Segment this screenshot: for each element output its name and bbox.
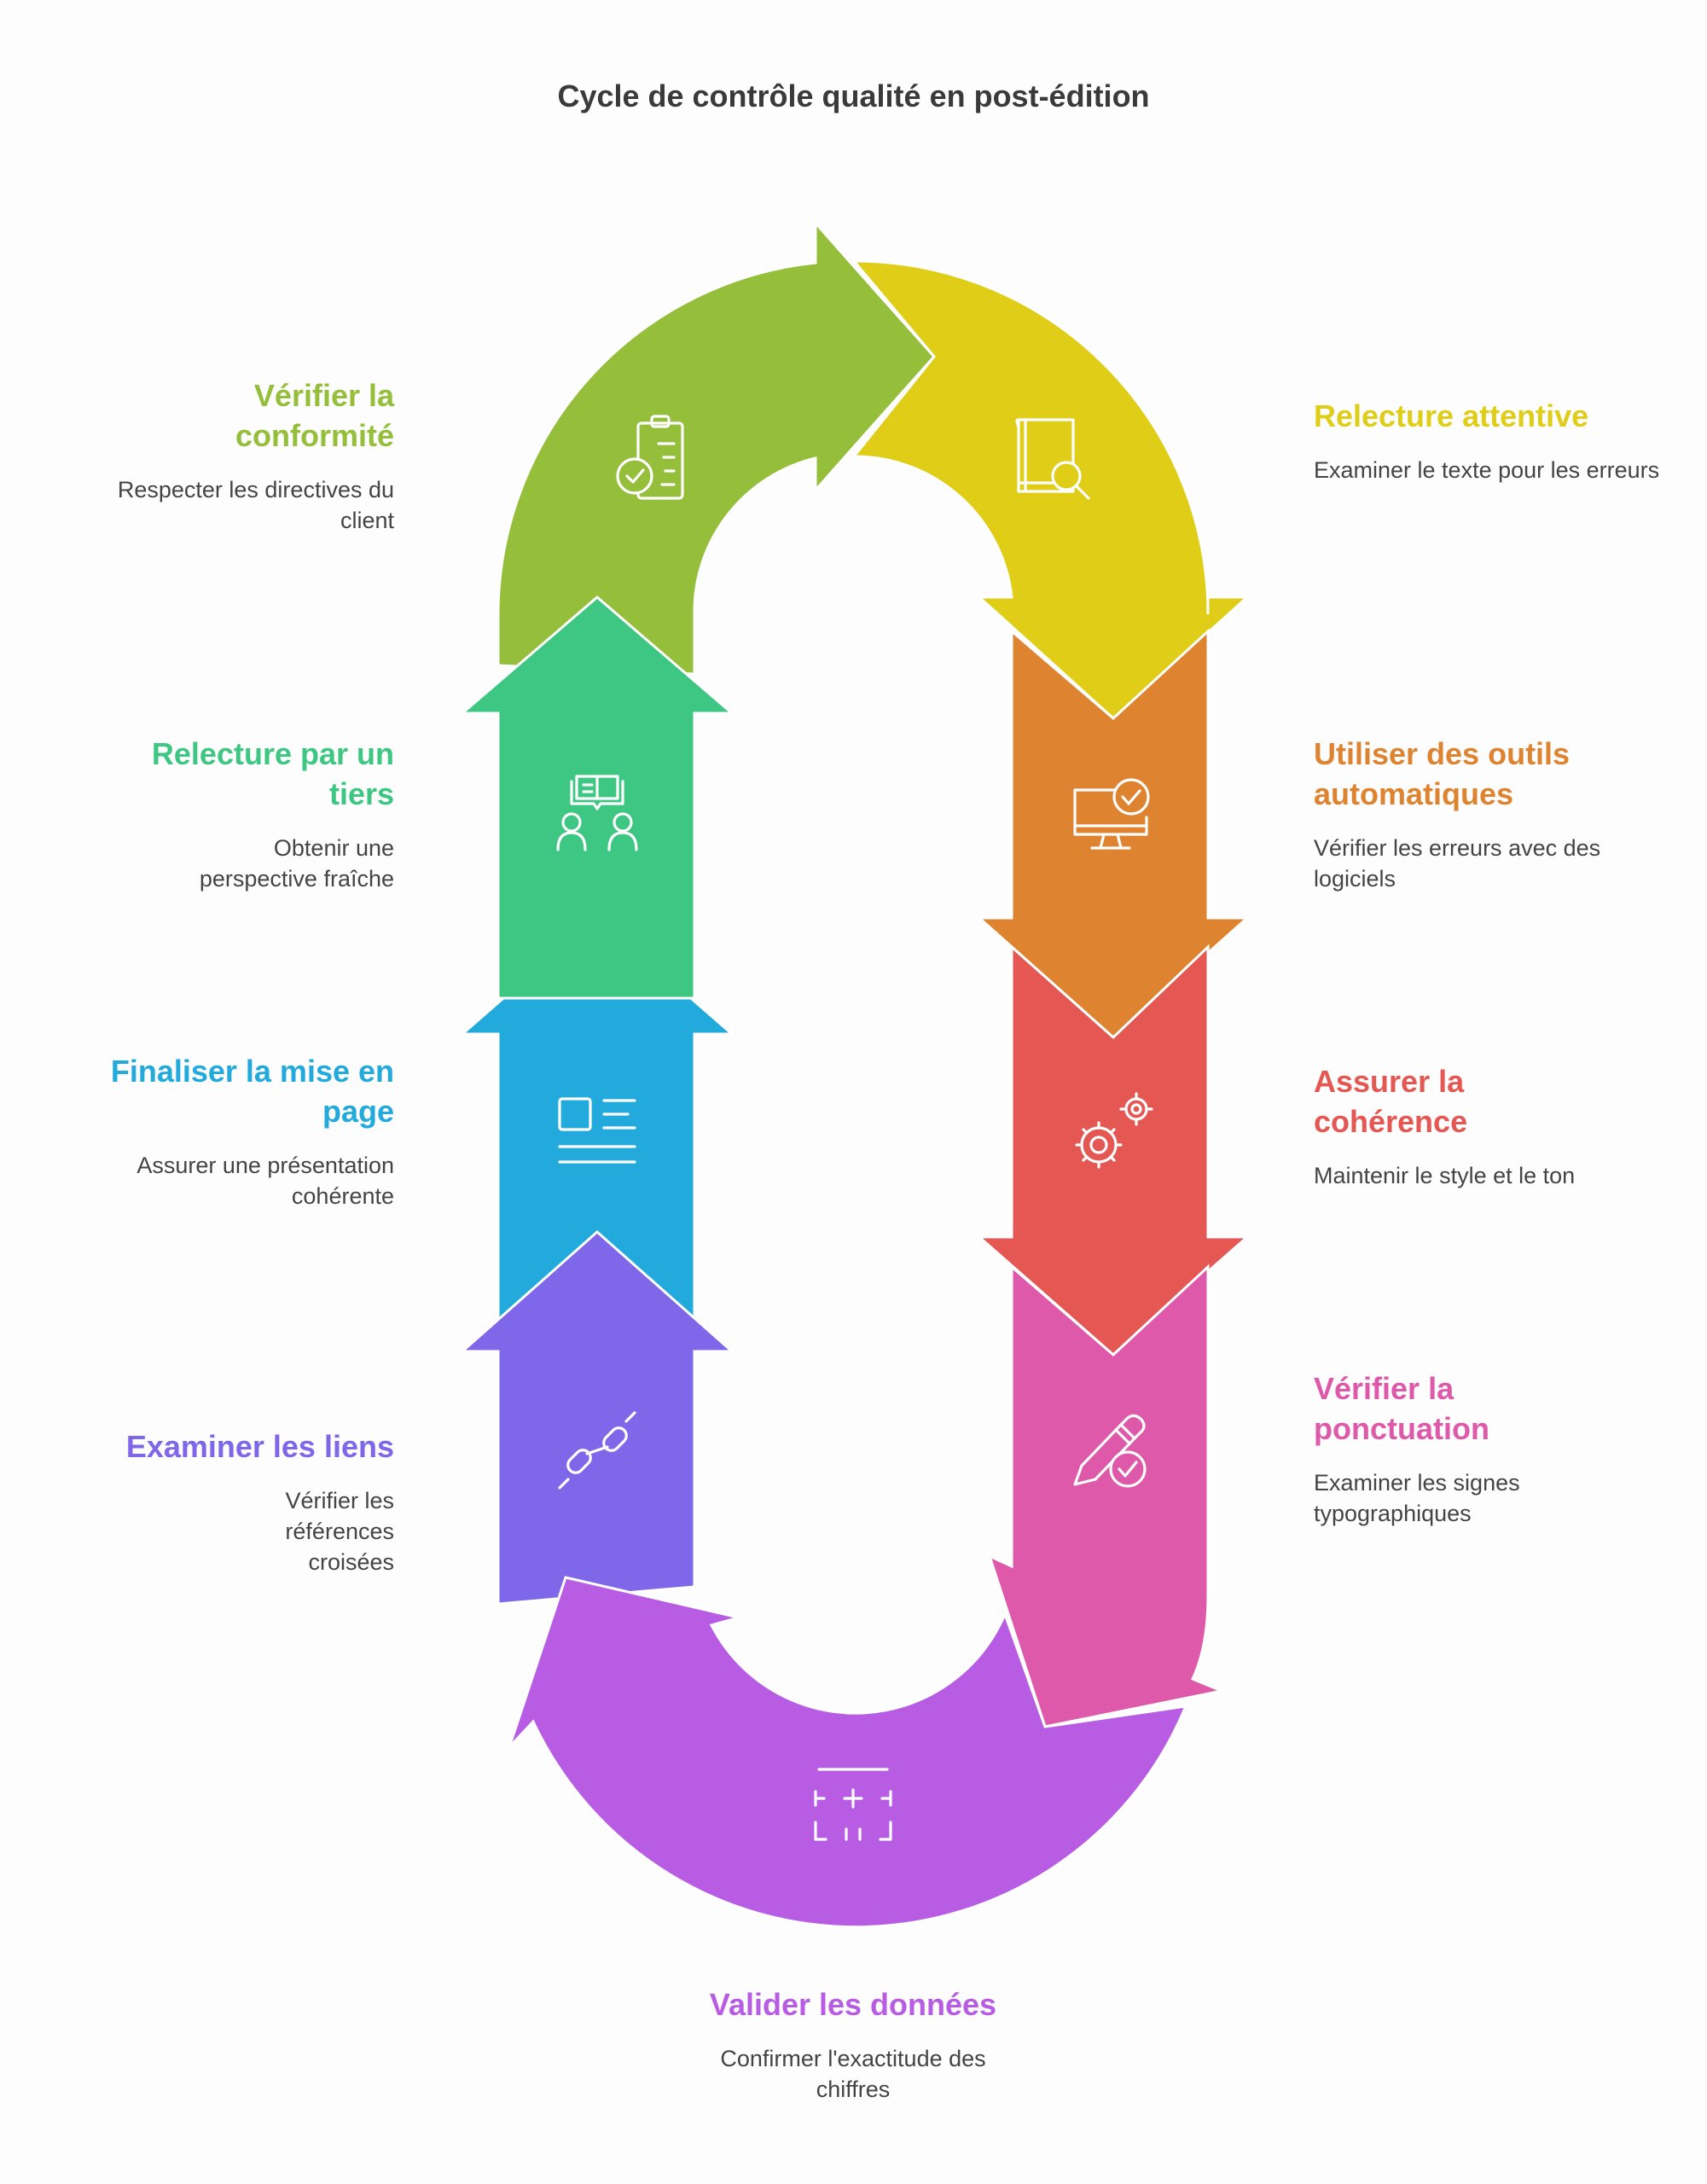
segment-relecture-attentive xyxy=(851,259,1251,721)
link-icon xyxy=(558,1411,636,1490)
two-people-book-icon xyxy=(556,775,638,851)
step-coherence: Assurer la cohérence Maintenir le style … xyxy=(1314,1061,1575,1191)
step-donnees: Valider les données Confirmer l'exactitu… xyxy=(674,1984,1032,2105)
segment-conformite-head xyxy=(817,227,932,486)
step-title: Examiner les liens xyxy=(125,1429,394,1464)
step-description: Maintenir le style et le ton xyxy=(1314,1163,1576,1188)
step-description: Vérifier les références croisées xyxy=(285,1488,394,1575)
step-conformite: Vérifier la conformité Respecter les dir… xyxy=(36,375,394,536)
step-ponctuation: Vérifier la ponctuation Examiner les sig… xyxy=(1314,1368,1527,1529)
step-title: Assurer la cohérence xyxy=(1314,1064,1468,1139)
step-title: Utiliser des outils automatiques xyxy=(1314,736,1571,811)
step-title: Relecture par un tiers xyxy=(151,736,394,811)
step-relecture-attentive: Relecture attentive Examiner le texte po… xyxy=(1314,396,1672,485)
step-description: Assurer une présentation cohérente xyxy=(136,1153,394,1209)
segment-liens xyxy=(459,1229,735,1606)
step-liens: Examiner les liens Vérifier les référenc… xyxy=(36,1426,394,1577)
pencil-check-icon xyxy=(1073,1414,1147,1488)
step-outils-automatiques: Utiliser des outils automatiques Vérifie… xyxy=(1314,734,1672,894)
monitor-check-icon xyxy=(1073,778,1150,850)
segment-donnees xyxy=(508,1576,1188,1929)
step-title: Relecture attentive xyxy=(1314,398,1589,433)
step-description: Obtenir une perspective fraîche xyxy=(199,835,394,892)
step-description: Respecter les directives du client xyxy=(117,477,394,533)
step-description: Vérifier les erreurs avec des logiciels xyxy=(1314,835,1601,892)
segment-ponctuation xyxy=(987,1263,1227,1728)
step-mise-en-page: Finaliser la mise en page Assurer une pr… xyxy=(36,1051,394,1211)
step-title: Finaliser la mise en page xyxy=(110,1054,394,1129)
book-search-icon xyxy=(1015,418,1090,500)
step-title: Valider les données xyxy=(709,1987,997,2022)
step-description: Confirmer l'exactitude des chiffres xyxy=(720,2046,986,2102)
grid-plus-icon xyxy=(814,1768,892,1841)
page-title: Cycle de contrôle qualité en post-éditio… xyxy=(557,78,1150,113)
step-title: Vérifier la conformité xyxy=(235,378,394,453)
clipboard-check-icon xyxy=(616,415,684,500)
gears-icon xyxy=(1075,1092,1153,1169)
step-description: Examiner le texte pour les erreurs xyxy=(1314,457,1660,483)
segment-coherence xyxy=(976,944,1251,1356)
step-title: Vérifier la ponctuation xyxy=(1314,1371,1489,1446)
layout-icon xyxy=(558,1097,636,1164)
step-description: Examiner les signes typographiques xyxy=(1314,1470,1520,1526)
step-tiers: Relecture par un tiers Obtenir une persp… xyxy=(36,734,394,894)
